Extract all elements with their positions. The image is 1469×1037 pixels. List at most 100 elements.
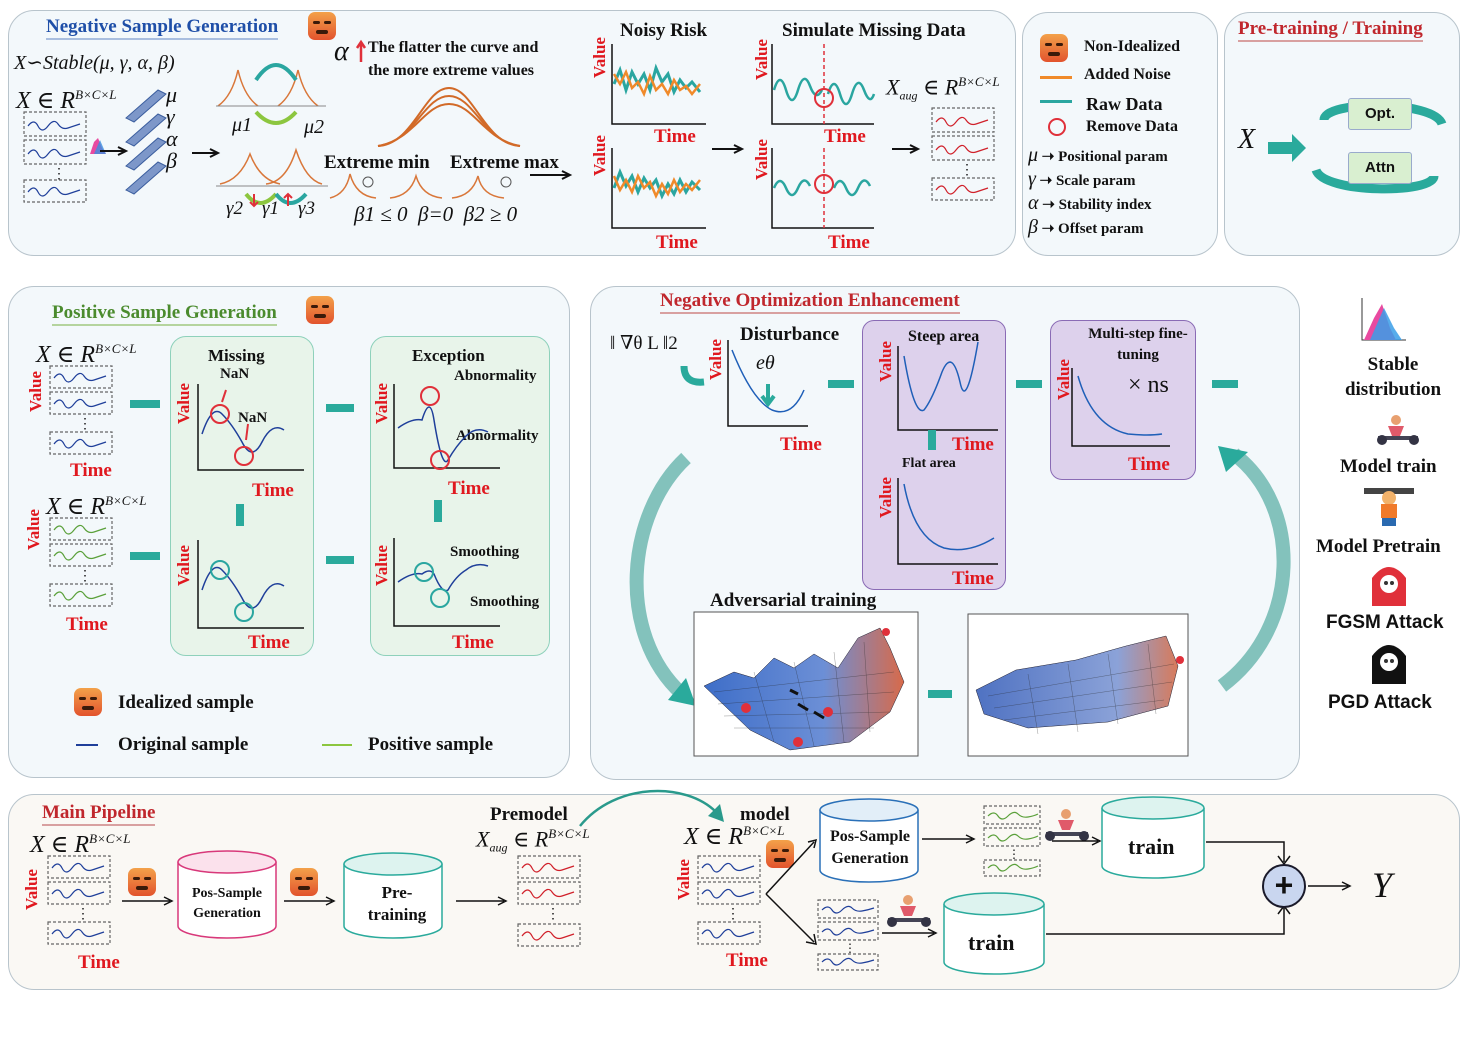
up-arrow-icon	[355, 39, 367, 62]
model-train-icon	[887, 895, 931, 927]
svg-text:⋮: ⋮	[960, 163, 974, 178]
svg-text:⋮: ⋮	[78, 417, 92, 432]
plus-node: +	[1262, 864, 1306, 908]
teal-arrow-right	[1212, 380, 1238, 388]
legend-noise-swatch	[1040, 76, 1072, 79]
value-label: Value	[372, 545, 391, 586]
flat-area-label: Flat area	[902, 456, 956, 471]
svg-text:⋮: ⋮	[1008, 847, 1020, 861]
time-label: Time	[248, 632, 290, 653]
opt-block: Opt.	[1348, 98, 1412, 130]
nan-label: NaN	[220, 366, 250, 382]
arrow	[122, 896, 174, 906]
teal-arrow-down	[236, 504, 244, 526]
output-y: Y	[1372, 865, 1393, 905]
noisy-risk-title: Noisy Risk	[620, 20, 708, 41]
teal-arrow-down	[928, 430, 936, 450]
pgd-attack-label: PGD Attack	[1328, 692, 1432, 713]
grad-norm: ‖ ∇θ L ‖2	[610, 333, 678, 354]
value-label: Value	[24, 509, 43, 550]
time-label: Time	[828, 232, 870, 253]
pos-sample-cylinder	[819, 798, 919, 883]
time-label: Time	[252, 480, 294, 501]
original-swatch	[76, 744, 98, 746]
positive-sample-title: Positive Sample Generation	[52, 302, 277, 326]
arrow	[192, 148, 221, 158]
adversarial-surface-before	[693, 611, 919, 757]
legend-positive: Positive sample	[368, 734, 494, 755]
time-label: Time	[448, 478, 490, 499]
weightlifter-icon	[290, 868, 318, 896]
value-label: Value	[590, 135, 609, 176]
model-train-label: Model train	[1340, 456, 1437, 477]
premodel-label: Premodel	[490, 804, 568, 825]
exception-chart	[393, 384, 500, 470]
pretraining-cylinder	[343, 852, 443, 939]
model-train-icon	[1377, 415, 1419, 445]
missing-title: Missing	[208, 346, 265, 365]
time-label: Time	[656, 232, 698, 253]
value-label: Value	[876, 341, 895, 382]
time-label: Time	[824, 126, 866, 147]
teal-arrow-right	[130, 400, 160, 408]
fgsm-attack-icon	[1372, 567, 1406, 606]
branch-arrows	[765, 838, 818, 945]
premodel-arc-arrow	[579, 789, 724, 827]
value-label: Value	[174, 545, 193, 586]
model-label: model	[740, 804, 790, 825]
value-label: Value	[590, 37, 609, 78]
beta-curves	[329, 173, 512, 199]
mu2-label: μ2	[304, 116, 325, 138]
pos-sample-label: Pos-Sample Generation	[192, 886, 262, 921]
adversarial-surface-after	[967, 613, 1189, 757]
exception-smoothed-chart	[393, 538, 500, 627]
svg-text:⋮: ⋮	[52, 167, 66, 182]
alpha-curves	[377, 86, 521, 147]
teal-arrow-right	[928, 690, 952, 698]
curved-arrow-left	[629, 452, 696, 706]
beta-labels: β1 ≤ 0 β=0 β2 ≥ 0	[354, 202, 518, 226]
laughing-face-icon	[766, 840, 794, 868]
e-theta-label: eθ	[756, 352, 775, 374]
augmented-series-thumbs: ⋮	[931, 107, 995, 201]
x-definition: X ∈ RB×C×L	[684, 823, 785, 850]
main-pipeline-title: Main Pipeline	[42, 802, 156, 826]
teal-arrow-down	[434, 500, 442, 522]
time-label: Time	[1128, 454, 1170, 475]
x-aug-definition: Xaug ∈ RB×C×L	[476, 826, 590, 855]
arrow	[892, 144, 921, 154]
attn-block: Attn	[1348, 152, 1412, 184]
multistep-label: Multi-step fine-tuning	[1088, 326, 1188, 363]
pretrain-title: Pre-training / Training	[1238, 18, 1423, 42]
angry-face-icon	[1040, 34, 1068, 62]
svg-text:⋮: ⋮	[844, 941, 856, 955]
series-thumbs: ⋮	[817, 899, 879, 971]
noisy-risk-chart-top	[611, 44, 706, 125]
time-label: Time	[70, 460, 112, 481]
pretrain-x: X	[1238, 124, 1256, 155]
teal-arrow-right	[1016, 380, 1042, 388]
value-label: Value	[876, 477, 895, 518]
legend-original: Original sample	[118, 734, 249, 755]
value-label: Value	[174, 383, 193, 424]
svg-text:⋮: ⋮	[78, 569, 92, 584]
negative-sample-panel	[8, 10, 1016, 256]
stable-formula: X∽Stable(μ, γ, α, β)	[14, 52, 175, 74]
neg-opt-title: Negative Optimization Enhancement	[660, 290, 960, 314]
positive-series-thumbs: ⋮	[49, 517, 113, 607]
extreme-min-label: Extreme min	[324, 152, 430, 173]
train-label: train	[1128, 834, 1175, 859]
teal-arrow-right	[828, 380, 854, 388]
disturbance-label: Disturbance	[740, 324, 840, 345]
alpha-description: The flatter the curve and the more extre…	[368, 39, 539, 79]
steep-area-chart	[897, 341, 998, 431]
curved-arrow-right	[1217, 446, 1291, 692]
value-label: Value	[372, 383, 391, 424]
exception-title: Exception	[412, 346, 485, 365]
simulate-missing-title: Simulate Missing Data	[782, 20, 966, 41]
original-series-thumbs: ⋮	[49, 365, 113, 455]
teal-arrow-left	[130, 552, 160, 560]
mu-distribution-curves	[216, 63, 326, 125]
positive-swatch	[322, 744, 352, 746]
